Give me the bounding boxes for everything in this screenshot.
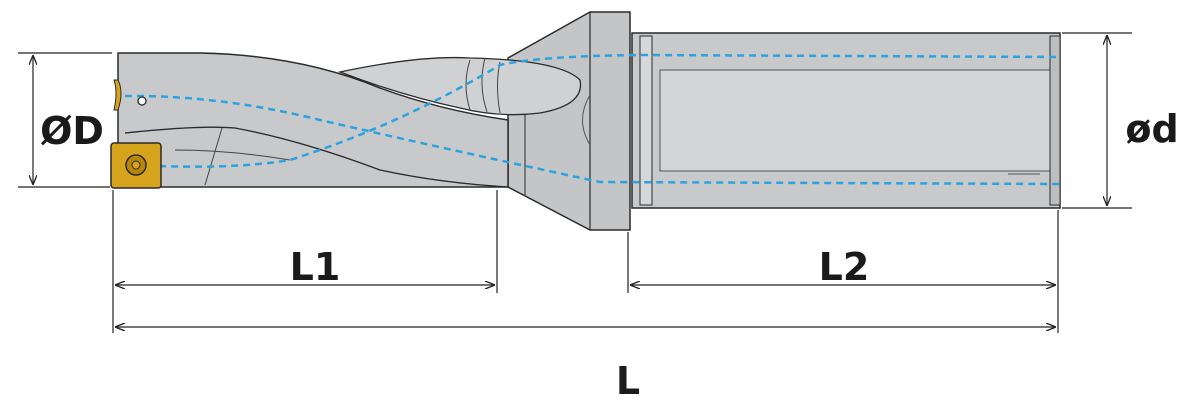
overall-length-label: L <box>616 359 640 402</box>
shank-length-label: L2 <box>819 245 870 289</box>
shank-diameter-label: ød <box>1125 107 1178 151</box>
dimension-lines <box>18 32 1132 333</box>
cutting-diameter-label: ØD <box>40 109 104 153</box>
shank <box>631 32 1061 209</box>
drill-body <box>117 52 582 188</box>
coolant-channels <box>124 53 1061 186</box>
flute-length-label: L1 <box>290 245 341 289</box>
flange <box>507 11 631 231</box>
cutting-insert <box>110 79 162 189</box>
